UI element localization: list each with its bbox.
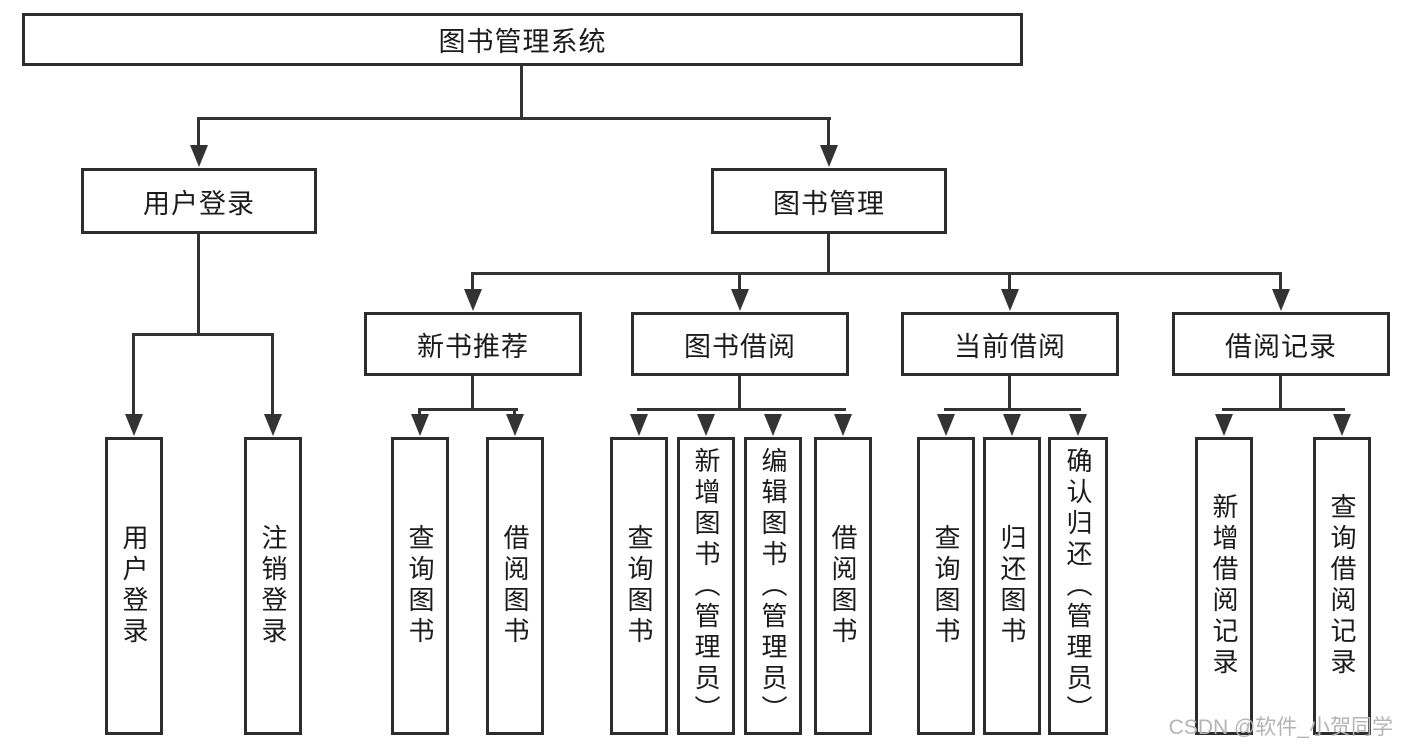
leaf-label: 注销登录	[258, 524, 288, 648]
connector-line	[1279, 376, 1282, 411]
connector-line	[1222, 408, 1345, 411]
node-label: 借阅记录	[1225, 331, 1337, 362]
leaf-label: 借阅图书	[500, 524, 530, 648]
node-label: 用户登录	[143, 188, 255, 219]
node-current-borrow: 当前借阅	[901, 312, 1119, 376]
connector-line	[471, 272, 1282, 275]
connector-line	[637, 408, 846, 411]
leaf-label: 用户登录	[119, 524, 149, 648]
node-label: 当前借阅	[954, 331, 1066, 362]
arrowhead-icon	[1003, 414, 1021, 436]
leaf-label: 借阅图书	[828, 524, 858, 648]
node-user-login: 用户登录	[81, 168, 317, 234]
node-label: 新书推荐	[417, 331, 529, 362]
arrowhead-icon	[820, 145, 838, 167]
arrowhead-icon	[1272, 289, 1290, 311]
leaf-label: 查询借阅记录	[1327, 493, 1357, 679]
connector-line	[513, 408, 516, 418]
connector-line	[197, 234, 200, 336]
arrowhead-icon	[1069, 414, 1087, 436]
leaf-edit-books-admin: 编辑图书（管理员）	[744, 437, 802, 735]
leaf-label: 新增借阅记录	[1209, 493, 1239, 679]
node-label: 图书借阅	[684, 331, 796, 362]
connector-line	[1008, 376, 1011, 411]
connector-line	[827, 234, 830, 275]
connector-line	[1008, 273, 1011, 297]
leaf-borrow-books-2: 借阅图书	[814, 437, 872, 735]
node-new-book-recommend: 新书推荐	[364, 312, 582, 376]
node-book-management: 图书管理	[711, 168, 947, 234]
connector-line	[471, 376, 474, 411]
arrowhead-icon	[834, 414, 852, 436]
connector-line	[271, 334, 274, 418]
connector-line	[132, 333, 274, 336]
arrowhead-icon	[411, 414, 429, 436]
arrowhead-icon	[1001, 289, 1019, 311]
leaf-query-books-3: 查询图书	[917, 437, 975, 735]
leaf-label: 新增图书（管理员）	[691, 446, 721, 726]
leaf-confirm-return-admin: 确认归还（管理员）	[1048, 437, 1108, 735]
arrowhead-icon	[464, 289, 482, 311]
arrowhead-icon	[125, 414, 143, 436]
connector-line	[738, 376, 741, 411]
leaf-label: 查询图书	[931, 524, 961, 648]
leaf-label: 查询图书	[405, 524, 435, 648]
connector-line	[738, 273, 741, 297]
arrowhead-icon	[731, 289, 749, 311]
leaf-user-login: 用户登录	[105, 437, 163, 735]
node-borrow-records: 借阅记录	[1172, 312, 1390, 376]
node-book-borrow: 图书借阅	[631, 312, 849, 376]
arrowhead-icon	[190, 145, 208, 167]
connector-line	[132, 334, 135, 418]
leaf-label: 编辑图书（管理员）	[758, 446, 788, 726]
connector-line	[418, 408, 421, 418]
connector-line	[418, 408, 518, 411]
connector-line	[827, 118, 830, 147]
arrowhead-icon	[1333, 414, 1351, 436]
arrowhead-icon	[506, 414, 524, 436]
leaf-logout: 注销登录	[244, 437, 302, 735]
leaf-return-books: 归还图书	[983, 437, 1041, 735]
arrowhead-icon	[937, 414, 955, 436]
leaf-query-borrow-record: 查询借阅记录	[1313, 437, 1371, 735]
arrowhead-icon	[697, 414, 715, 436]
leaf-label: 归还图书	[997, 524, 1027, 648]
leaf-add-books-admin: 新增图书（管理员）	[677, 437, 735, 735]
leaf-borrow-books-1: 借阅图书	[486, 437, 544, 735]
node-root: 图书管理系统	[22, 13, 1023, 66]
connector-line	[1279, 273, 1282, 297]
connector-line	[197, 117, 831, 120]
node-root-label: 图书管理系统	[438, 27, 607, 57]
connector-line	[471, 273, 474, 297]
connector-line	[197, 118, 200, 147]
connector-line	[520, 64, 523, 120]
leaf-query-books-1: 查询图书	[391, 437, 449, 735]
leaf-label: 确认归还（管理员）	[1063, 446, 1093, 726]
arrowhead-icon	[630, 414, 648, 436]
arrowhead-icon	[764, 414, 782, 436]
connector-line	[944, 408, 1081, 411]
leaf-add-borrow-record: 新增借阅记录	[1195, 437, 1253, 735]
watermark: CSDN @软件_小贺同学	[1168, 716, 1393, 739]
arrowhead-icon	[264, 414, 282, 436]
arrowhead-icon	[1215, 414, 1233, 436]
leaf-query-books-2: 查询图书	[610, 437, 668, 735]
leaf-label: 查询图书	[624, 524, 654, 648]
node-label: 图书管理	[773, 188, 885, 219]
